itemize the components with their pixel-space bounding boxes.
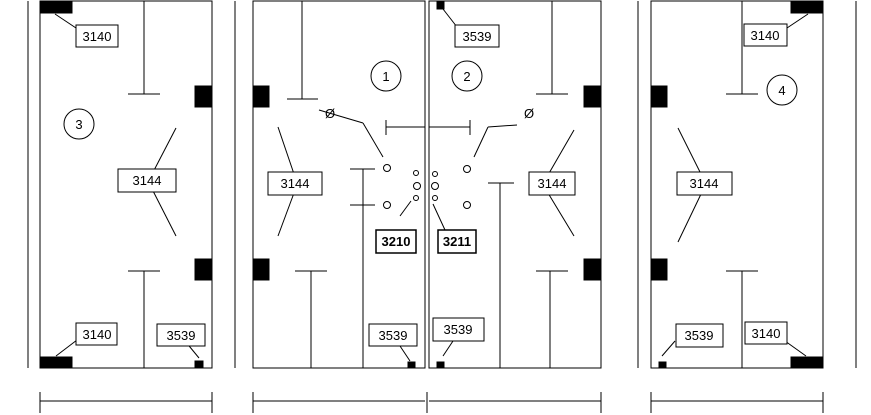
latch-block	[583, 85, 602, 108]
label-3144: 3144	[281, 176, 310, 191]
callout-box	[267, 171, 323, 196]
callout-box	[744, 321, 788, 345]
callout-box	[368, 323, 418, 347]
label-3144: 3144	[690, 176, 719, 191]
callout-box	[375, 229, 417, 254]
latch-block	[194, 258, 213, 281]
callout-labels: 3140 3144 3140 3539 3144 3210 3539 3539 …	[83, 28, 781, 343]
label-3210: 3210	[382, 234, 411, 249]
small-block	[658, 361, 667, 369]
latch-block	[194, 85, 213, 108]
panel-1-number: 1	[382, 69, 389, 84]
panel-number-markers: 3 1 2 4	[63, 60, 798, 140]
callout-box	[156, 323, 206, 347]
label-3144: 3144	[133, 173, 162, 188]
label-3539: 3539	[463, 29, 492, 44]
callout-box	[75, 24, 119, 48]
label-3539: 3539	[379, 328, 408, 343]
label-3539: 3539	[167, 328, 196, 343]
small-block	[436, 361, 445, 369]
label-3140: 3140	[751, 28, 780, 43]
callout-box	[437, 229, 477, 254]
panel-1	[234, 0, 426, 413]
label-3539: 3539	[444, 322, 473, 337]
callout-box	[528, 171, 576, 196]
panel-2-outline	[428, 0, 602, 369]
panel-3	[27, 0, 213, 413]
callout-box	[454, 24, 500, 48]
callout-box	[432, 317, 485, 342]
callout-box	[675, 323, 724, 348]
panel-4-number: 4	[778, 83, 785, 98]
label-3140: 3140	[83, 327, 112, 342]
callout-box	[75, 322, 118, 346]
panel-3-outline	[39, 0, 213, 369]
latch-block	[650, 258, 668, 281]
hinge-block	[790, 0, 824, 14]
label-3140: 3140	[83, 29, 112, 44]
panel-3-marker	[63, 108, 95, 140]
panel-4-marker	[766, 74, 798, 106]
hinge-block	[790, 356, 824, 369]
small-block	[407, 361, 416, 369]
panel-2-number: 2	[463, 69, 470, 84]
latch-block	[650, 85, 668, 108]
panel-4-outline	[650, 0, 824, 369]
latch-block	[252, 258, 270, 281]
small-block	[436, 1, 445, 10]
label-3211: 3211	[443, 234, 471, 249]
diameter-symbol-right: Ø	[524, 106, 534, 121]
hinge-block	[39, 356, 73, 369]
panel-2-marker	[451, 60, 483, 92]
callout-box	[676, 171, 733, 196]
callout-box	[117, 168, 177, 193]
callout-box	[743, 23, 788, 47]
hinge-block	[39, 0, 73, 14]
label-3539: 3539	[685, 328, 714, 343]
panel-4	[637, 0, 857, 413]
diameter-symbol-left: Ø	[325, 106, 335, 121]
label-3144: 3144	[538, 176, 567, 191]
panel-2	[426, 0, 602, 413]
latch-block	[252, 85, 270, 108]
panel-1-outline	[252, 0, 426, 369]
panel-1-marker	[370, 60, 402, 92]
small-block	[194, 360, 204, 369]
latch-block	[583, 258, 602, 281]
panel-3-number: 3	[75, 117, 82, 132]
label-3140: 3140	[752, 326, 781, 341]
